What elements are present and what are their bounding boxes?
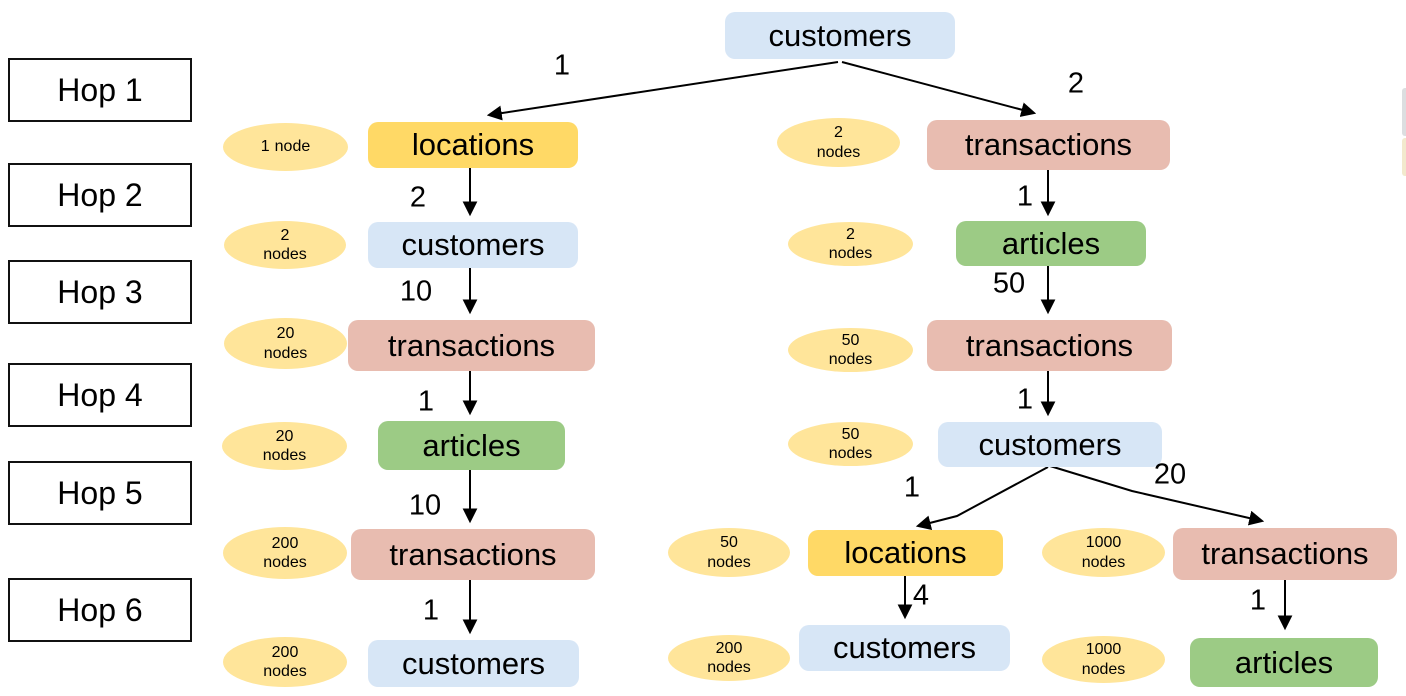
node-r4-customers: customers [938,422,1162,467]
badge-count: 50 [841,331,860,349]
badge-count: 20 [276,325,295,343]
badge-count: 200 [715,639,743,657]
badge-unit: nodes [828,445,873,462]
arrow-root-to-transactions [841,61,1037,117]
edge-label-l-hop2: 2 [409,181,427,214]
badge-r6-left-count: 200 nodes [668,635,790,681]
badge-count: 1 [260,138,270,156]
badge-unit: nodes [707,553,751,571]
node-root-customers: customers [725,12,955,59]
badge-unit: nodes [828,245,873,262]
badge-unit: nodes [707,659,751,676]
edge-label-l-hop4: 1 [417,385,435,418]
badge-unit: nodes [263,663,307,680]
node-l3-transactions: transactions [348,320,595,371]
badge-l2-count: 2 nodes [224,221,346,269]
node-l6-customers: customers [368,640,579,687]
edge-label-root-locations: 1 [553,49,571,82]
right-edge-fragment-gray [1402,88,1406,136]
edge-label-l-hop3: 10 [399,275,433,308]
node-r2-articles: articles [956,221,1146,266]
hop-2-label: Hop 2 [8,163,192,227]
badge-unit: node [274,138,311,156]
edge-label-r-hop2: 1 [1016,180,1034,213]
badge-l4-count: 20 nodes [222,422,347,470]
edge-label-r-hop6-left: 4 [912,579,930,612]
arrow-r-hop5-left [915,466,1049,531]
edge-label-r-hop3: 50 [992,267,1026,300]
badge-count: 2 [280,226,290,244]
badge-count: 50 [841,425,860,443]
node-r6-articles: articles [1190,638,1378,687]
badge-r2-count: 2 nodes [788,222,913,266]
edge-label-l-hop6: 1 [422,594,440,627]
badge-count: 1000 [1085,534,1122,552]
badge-r4-count: 50 nodes [788,422,913,466]
hop-6-label: Hop 6 [8,578,192,642]
node-r3-transactions: transactions [927,320,1172,371]
node-r6-customers: customers [799,625,1010,671]
badge-unit: nodes [1081,660,1126,678]
hop-5-label: Hop 5 [8,461,192,525]
edge-label-r-hop4: 1 [1016,383,1034,416]
hop-4-label: Hop 4 [8,363,192,427]
badge-unit: nodes [828,351,873,368]
edge-label-r-hop5-left: 1 [903,471,921,504]
node-l5-transactions: transactions [351,529,595,580]
node-r5-transactions: transactions [1173,528,1397,580]
badge-count: 2 [846,225,855,243]
node-l1-locations: locations [368,122,578,168]
node-r5-locations: locations [808,530,1003,576]
badge-unit: nodes [263,246,307,263]
hop-1-label: Hop 1 [8,58,192,122]
edge-label-root-transactions: 2 [1067,67,1085,100]
edge-label-r-hop6-right: 1 [1249,584,1267,617]
node-r1-transactions: transactions [927,120,1170,170]
badge-unit: nodes [262,447,307,464]
badge-unit: nodes [816,143,861,161]
badge-r3-count: 50 nodes [788,328,913,372]
badge-count: 20 [275,427,294,445]
node-l4-articles: articles [378,421,565,470]
badge-l5-count: 200 nodes [223,527,347,579]
badge-unit: nodes [263,554,307,571]
badge-unit: nodes [1081,553,1126,571]
edge-label-l-hop5: 10 [408,489,442,522]
badge-l6-count: 200 nodes [223,637,347,687]
badge-count: 200 [271,643,299,661]
badge-count: 200 [271,534,299,552]
badge-count: 2 [834,124,843,142]
arrow-root-to-locations [486,61,839,121]
hop-3-label: Hop 3 [8,260,192,324]
node-l2-customers: customers [368,222,578,268]
badge-count: 1000 [1085,641,1122,659]
edge-label-r-hop5-right: 20 [1153,458,1187,491]
badge-unit: nodes [263,344,308,362]
badge-count: 50 [720,534,738,552]
right-edge-fragment-yellow [1402,138,1406,176]
